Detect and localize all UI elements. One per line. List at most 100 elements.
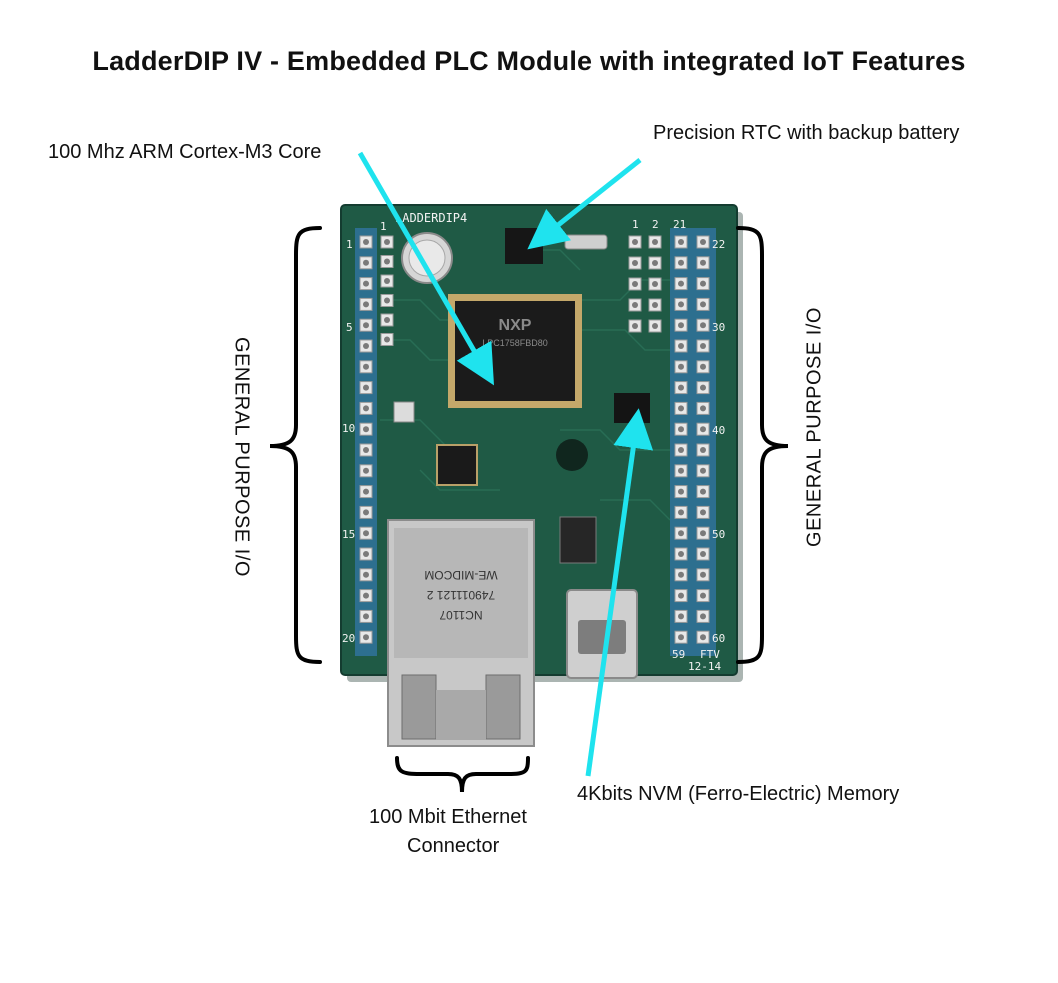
crystal [564, 234, 608, 250]
p5-pin-hole [384, 258, 390, 265]
rtc-chip [505, 228, 543, 264]
small-header-pin-hole [632, 239, 638, 245]
right-pin-label-21: 21 [673, 218, 686, 231]
brace-right [736, 226, 789, 664]
left-pin-hole [363, 551, 369, 557]
left-pin-hole [363, 530, 369, 537]
ic-u1 [436, 444, 478, 486]
ethernet-label-line1: 100 Mbit Ethernet [369, 806, 527, 828]
right-pin-hole [678, 280, 684, 287]
right-pin-hole [700, 509, 706, 516]
right-pin-hole [700, 322, 706, 329]
left-pin-hole [363, 447, 369, 453]
left-pin-hole [363, 280, 369, 287]
right-pin-hole [700, 363, 706, 370]
ethernet-led-left [401, 674, 437, 740]
right-pin-hole [678, 301, 684, 308]
right-pin-hole [700, 405, 706, 412]
p5-pin-hole [384, 317, 390, 323]
right-pin-hole [678, 571, 684, 578]
ethernet-label-line2: Connector [407, 835, 500, 857]
right-pin-hole [678, 405, 684, 412]
magjack-text: NC1107 749011121 2 WE-MIDCOM [424, 568, 497, 622]
left-pin-mark-15: 15 [342, 528, 355, 541]
cpu-arrow [357, 151, 494, 386]
left-pin-mark-10: 10 [342, 422, 355, 435]
right-pin-label-30: 30 [712, 321, 725, 334]
rtc-arrow [527, 158, 642, 250]
small-header-pin-hole [652, 281, 658, 287]
left-pin-hole [363, 592, 369, 599]
left-pin-hole [363, 239, 369, 245]
left-pin-hole [363, 613, 369, 620]
right-pin-hole [678, 634, 684, 641]
left-pin-hole [363, 571, 369, 578]
left-pin-hole [363, 509, 369, 516]
left-pin-mark-1: 1 [346, 238, 353, 251]
p5-pin-hole [384, 297, 390, 304]
right-pin-hole [700, 551, 706, 557]
small-header-label-1: 1 [632, 218, 639, 231]
right-pin-hole [678, 551, 684, 557]
ethernet-label-plate [394, 528, 528, 658]
right-pin-hole [678, 384, 684, 391]
fram-chip [614, 393, 650, 423]
right-pin-hole [700, 301, 706, 308]
svg-text:WE-MIDCOM: WE-MIDCOM [424, 568, 497, 582]
right-pin-label-59: 59 [672, 648, 685, 661]
right-pin-hole [678, 592, 684, 599]
p5-header [380, 235, 394, 346]
mcu-part: LPC1758FBD80 [482, 338, 548, 348]
small-header-pin-hole [652, 260, 658, 266]
right-pin-hole [678, 259, 684, 266]
cpu-label: 100 Mhz ARM Cortex-M3 Core [48, 141, 322, 163]
right-pin-label-60: 60 [712, 632, 725, 645]
left-pin-hole [363, 343, 369, 349]
small-header-pin-hole [652, 239, 658, 245]
right-pin-label-22: 22 [712, 238, 725, 251]
p5-pin-hole [384, 336, 390, 343]
left-pin-hole [363, 363, 369, 370]
right-pin-hole [700, 613, 706, 620]
nvm-arrow [585, 408, 654, 777]
right-pin-hole [678, 343, 684, 349]
right-pin-hole [700, 426, 706, 433]
right-pin-hole [700, 259, 706, 266]
right-pin-hole [678, 363, 684, 370]
page-title: LadderDIP IV - Embedded PLC Module with … [92, 46, 966, 76]
usb-port [578, 620, 626, 654]
small-header-pin-hole [632, 281, 638, 287]
ethernet-led-right [485, 674, 521, 740]
right-pin-hole [700, 384, 706, 391]
svg-text:NC1107: NC1107 [439, 608, 482, 622]
left-pin-hole [363, 634, 369, 641]
right-pin-hole [700, 343, 706, 349]
right-header-pins [674, 235, 710, 644]
small-header-pin-hole [632, 260, 638, 266]
right-pin-hole [678, 322, 684, 329]
p5-pin-hole [384, 278, 390, 284]
right-pin-hole [678, 488, 684, 495]
left-pin-hole [363, 467, 369, 474]
mounting-hole [556, 439, 588, 471]
nvm-label: 4Kbits NVM (Ferro-Electric) Memory [577, 783, 900, 805]
right-pin-hole [700, 530, 706, 537]
left-pin-label-1: 1 [380, 220, 387, 233]
ethernet-socket [436, 690, 486, 740]
right-pin-hole [678, 467, 684, 474]
mcu-brand: NXP [499, 317, 532, 334]
voltage-regulator [559, 516, 597, 564]
left-pin-hole [363, 384, 369, 391]
right-pin-hole [700, 447, 706, 453]
small-header-label-2: 2 [652, 218, 659, 231]
p5-pin-hole [384, 239, 390, 245]
right-pin-hole [700, 280, 706, 287]
svg-text:749011121 2: 749011121 2 [427, 588, 496, 602]
right-pin-hole [678, 509, 684, 516]
small-header-pin-hole [652, 302, 658, 308]
left-pin-mark-5: 5 [346, 321, 353, 334]
right-pin-hole [700, 571, 706, 578]
right-pin-hole [700, 592, 706, 599]
left-pin-mark-20: 20 [342, 632, 355, 645]
